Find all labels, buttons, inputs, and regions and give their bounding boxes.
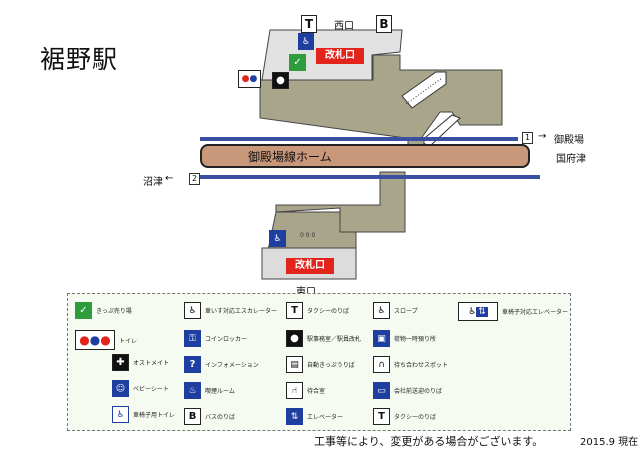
track-2-arrow: ←: [165, 173, 174, 184]
legend-label: 待ち合わせスポット: [394, 362, 449, 369]
legend-label: ベビーシート: [133, 386, 169, 393]
toilet-icon: ●●: [238, 70, 261, 88]
legend-label: トイレ: [119, 337, 138, 345]
legend-taxi-stand-icon-2: T: [373, 408, 390, 425]
track-1-number: 1: [522, 132, 533, 144]
legend-meeting-spot-icon: ∩: [373, 356, 390, 373]
taxi-stand-icon: T: [301, 15, 317, 33]
legend-wheelchair-escalator-icon: ♿: [184, 302, 201, 319]
track-2-destination: 沼津: [143, 177, 163, 188]
footer-note: 工事等により、変更がある場合がございます。: [314, 435, 544, 448]
legend-smoking-room-icon: ♨: [184, 382, 201, 399]
track-2-line: [200, 175, 540, 179]
bus-stop-icon: B: [376, 15, 392, 33]
legend-label: 荷物一時預り所: [394, 336, 437, 343]
legend-label: 車椅子用トイレ: [133, 412, 176, 419]
station-office-icon: ●: [272, 72, 289, 89]
south-ticket-gate: 改札口: [286, 258, 334, 274]
legend-ostomate-icon: ✚: [112, 354, 129, 371]
station-map: [259, 29, 503, 280]
legend-bus-stop-icon: B: [184, 408, 201, 425]
north-wheelchair-gate-icon: ♿: [298, 33, 314, 50]
platform-name: 御殿場線ホーム: [248, 150, 332, 164]
legend-label: 喫煙ルーム: [205, 388, 235, 395]
track-1-line: [200, 137, 518, 141]
legend-auto-ticket-gate-icon: ▤: [286, 356, 303, 373]
footer-date: 2015.9 現在: [580, 437, 639, 448]
legend-company-bus-icon: ▭: [373, 382, 390, 399]
legend-label: 車いす対応エスカレーター: [205, 308, 278, 315]
legend-label: コインロッカー: [205, 336, 248, 343]
legend-label: スロープ: [394, 308, 418, 315]
legend: ✓ きっぷ売り場 ●●● トイレ ✚ オストメイト ☺ ベビーシート ♿ 車椅子…: [67, 293, 571, 431]
track-2-number: 2: [189, 173, 200, 185]
south-ticket-text: 0 0 0: [300, 232, 316, 239]
legend-toilet-icon: ●●●: [75, 330, 115, 350]
legend-wheelchair-toilet-icon: ♿: [112, 406, 129, 423]
legend-label: インフォメーション: [205, 362, 259, 369]
ticket-machine-icon: ✓: [289, 54, 306, 71]
legend-label: 駅事務室／駅員改札: [307, 336, 362, 343]
east-exit-label: 東口: [296, 283, 316, 298]
legend-taxi-stand-icon: T: [286, 302, 303, 319]
legend-label: オストメイト: [133, 360, 170, 367]
west-exit-label: 西口: [334, 21, 354, 32]
legend-station-office-icon: ●: [286, 330, 303, 347]
south-wheelchair-gate-icon: ♿: [269, 230, 286, 247]
station-title: 裾野駅: [40, 45, 119, 74]
legend-label: バスのりば: [205, 414, 236, 421]
legend-slope-icon: ♿: [373, 302, 390, 319]
track-1-destination: 御殿場: [554, 135, 584, 146]
legend-label: 車椅子対応エレベーター: [502, 309, 569, 316]
track-1-direction: 国府津: [556, 154, 586, 165]
legend-label: エレベーター: [307, 414, 344, 421]
north-ticket-gate: 改札口: [316, 48, 364, 64]
legend-locker-icon: ⚿: [184, 330, 201, 347]
legend-label: 会社前送迎のりば: [394, 388, 443, 395]
legend-information-icon: ?: [184, 356, 201, 373]
platform: [200, 144, 530, 168]
legend-label: 自動きっぷうりば: [307, 362, 355, 369]
legend-elevator-icon: ⇅: [286, 408, 303, 425]
track-1-arrow: →: [538, 131, 547, 142]
legend-baggage-storage-icon: ▣: [373, 330, 390, 347]
legend-label: タクシーのりば: [394, 414, 437, 421]
legend-label: 待合室: [307, 388, 326, 395]
legend-baby-seat-icon: ☺: [112, 380, 129, 397]
legend-label: タクシーのりば: [307, 308, 350, 315]
legend-label: きっぷ売り場: [96, 308, 132, 315]
legend-wheelchair-elevator-icon: ♿⇅: [458, 302, 498, 321]
legend-waiting-room-icon: ⑁: [286, 382, 303, 399]
legend-ticket-machine-icon: ✓: [75, 302, 92, 319]
